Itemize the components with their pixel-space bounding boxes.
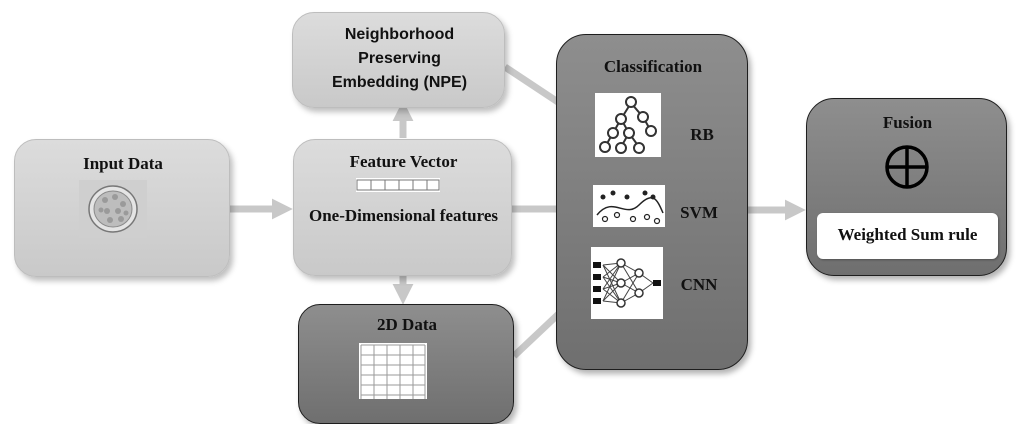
rb-label: RB: [690, 125, 714, 144]
svm-label: SVM: [680, 203, 718, 222]
npe-box: Neighborhood Preserving Embedding (NPE): [292, 12, 505, 108]
input-data-label: Input Data: [83, 154, 163, 173]
feature-vector-box: Feature Vector One-Dimensional features: [293, 139, 512, 276]
weighted-sum-label: Weighted Sum rule: [837, 225, 978, 244]
one-dimensional-label: One-Dimensional features: [308, 206, 499, 225]
embryo-image: [79, 180, 147, 238]
svm-scatter-icon: [593, 185, 665, 227]
fusion-label: Fusion: [882, 113, 933, 132]
tree-icon: [595, 93, 661, 157]
plus-circle-icon: [883, 143, 931, 191]
cnn-label: CNN: [680, 275, 718, 294]
fusion-box: Fusion Weighted Sum rule: [806, 98, 1007, 276]
feature-vector-label: Feature Vector: [349, 152, 458, 171]
grid-icon: [359, 343, 427, 399]
classification-box: Classification RB: [556, 34, 748, 370]
2d-data-box: 2D Data: [298, 304, 514, 424]
weighted-sum-box: Weighted Sum rule: [817, 213, 998, 259]
neural-network-icon: [591, 247, 663, 319]
2d-data-label: 2D Data: [377, 315, 437, 334]
input-data-box: Input Data: [14, 139, 230, 277]
vector-icon: [356, 178, 440, 192]
npe-label: Neighborhood Preserving Embedding (NPE): [331, 26, 468, 91]
classification-label: Classification: [603, 57, 703, 76]
